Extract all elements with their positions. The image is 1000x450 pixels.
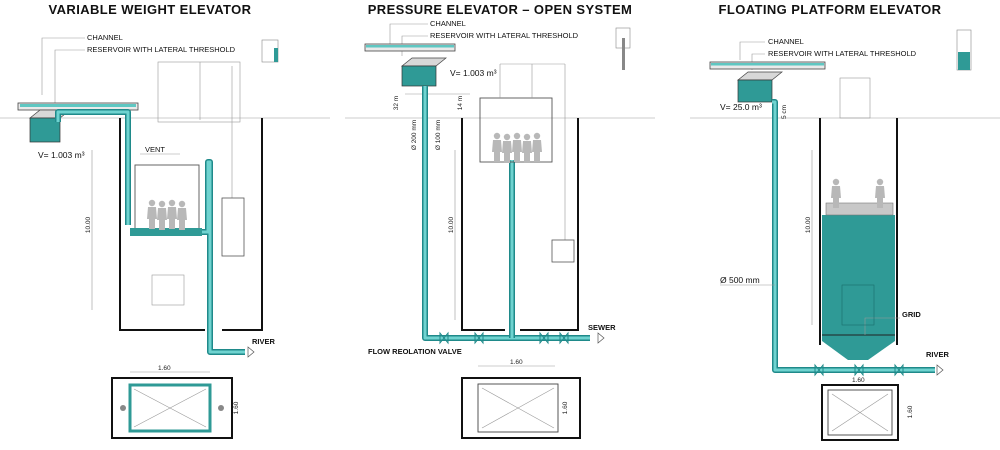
pipe-label: Ø 500 mm (720, 275, 760, 285)
plan-width: 1.60 (158, 365, 171, 372)
valve-icon (474, 331, 484, 345)
shaft-wall-left (119, 118, 205, 331)
valve-label: FLOW REOLATION VALVE (368, 347, 462, 356)
passengers (147, 199, 187, 230)
valve-icon (854, 363, 864, 377)
reservoir-top (401, 57, 447, 67)
panel-pressure-elevator: PRESSURE ELEVATOR – OPEN SYSTEM CHANNEL … (345, 2, 655, 439)
plan-cabin (477, 383, 559, 433)
dim-b: 14 m (457, 96, 464, 110)
channel-water (20, 104, 136, 107)
plan-depth: 1.60 (562, 401, 569, 414)
reservoir-label: RESERVOIR WITH LATERAL THRESHOLD (768, 49, 917, 58)
plan-depth: 1.60 (907, 405, 914, 418)
plan-outline (461, 377, 581, 439)
reservoir-top (737, 71, 783, 81)
valves (814, 363, 904, 377)
cabin-water-tank (130, 228, 202, 236)
plan-depth: 1.60 (233, 401, 240, 414)
width-dim: 1.60 (852, 377, 865, 384)
valve-icon (539, 331, 549, 345)
cabin (134, 164, 200, 230)
reservoir (401, 65, 437, 87)
volume-label: V= 1.003 m³ (450, 68, 497, 78)
shaft-wall-right (520, 118, 579, 331)
plan-outline (111, 377, 233, 439)
outlet-label: RIVER (926, 350, 950, 359)
volume-label: V= 25.0 m³ (720, 102, 762, 112)
counterweight (551, 239, 575, 263)
volume-label: V= 1.003 m³ (38, 150, 85, 160)
hopper (822, 341, 895, 360)
reservoir (737, 79, 773, 103)
channel-label: CHANNEL (87, 33, 123, 42)
grid-label: GRID (902, 310, 921, 319)
cabin (479, 97, 553, 163)
channel-leader (41, 37, 85, 95)
valve-icon (814, 363, 824, 377)
panel-title: VARIABLE WEIGHT ELEVATOR (49, 2, 252, 17)
pipe-a-label: Ø 200 mm (411, 120, 418, 150)
outlet-label: RIVER (252, 337, 276, 346)
height-dim: 10.00 (448, 216, 455, 233)
panel-variable-weight: VARIABLE WEIGHT ELEVATOR CHANNEL RESERVO… (0, 2, 330, 439)
shaft-wall-left (461, 118, 505, 331)
height-dim: 10.00 (805, 216, 812, 233)
outlet-arrow-icon (597, 332, 605, 344)
reservoir-label: RESERVOIR WITH LATERAL THRESHOLD (430, 31, 579, 40)
outlet-arrow-icon (247, 346, 255, 358)
lower-door (151, 274, 185, 306)
shaft-water (822, 215, 895, 341)
building-door (839, 77, 871, 119)
reservoir-label: RESERVOIR WITH LATERAL THRESHOLD (87, 45, 236, 54)
panel-title: FLOATING PLATFORM ELEVATOR (719, 2, 942, 17)
outlet-arrow-icon (936, 364, 944, 376)
outlet-label: SEWER (588, 323, 616, 332)
channel-label: CHANNEL (768, 37, 804, 46)
plan-pipe-right-icon (218, 405, 224, 411)
vent-label: VENT (145, 145, 165, 154)
legend-mini-water (274, 48, 278, 62)
pipe-b-label: Ø 100 mm (435, 120, 442, 150)
valve-icon (894, 363, 904, 377)
building-outline (157, 61, 241, 123)
panel-floating-platform: FLOATING PLATFORM ELEVATOR CHANNEL RESER… (690, 2, 1000, 441)
height-dim: 10.00 (85, 216, 92, 233)
dim-a: 32 m (393, 96, 400, 110)
channel-label: CHANNEL (430, 19, 466, 28)
dim-top: 5 cm (781, 105, 788, 119)
floating-platform (825, 202, 894, 216)
shaft-wall-right (222, 118, 263, 331)
passengers (492, 132, 542, 163)
feed-pipe (55, 109, 131, 225)
plan-cabin (827, 389, 893, 436)
plan-pipe-left-icon (120, 405, 126, 411)
plan-width: 1.60 (510, 359, 523, 366)
panel-title: PRESSURE ELEVATOR – OPEN SYSTEM (368, 2, 633, 17)
valve-icon (559, 331, 569, 345)
valve-icon (439, 331, 449, 345)
counterweight (221, 197, 245, 257)
plan-outline (821, 384, 899, 441)
plan-cabin (128, 383, 212, 433)
reservoir-leader (54, 49, 85, 112)
valves (439, 331, 569, 345)
